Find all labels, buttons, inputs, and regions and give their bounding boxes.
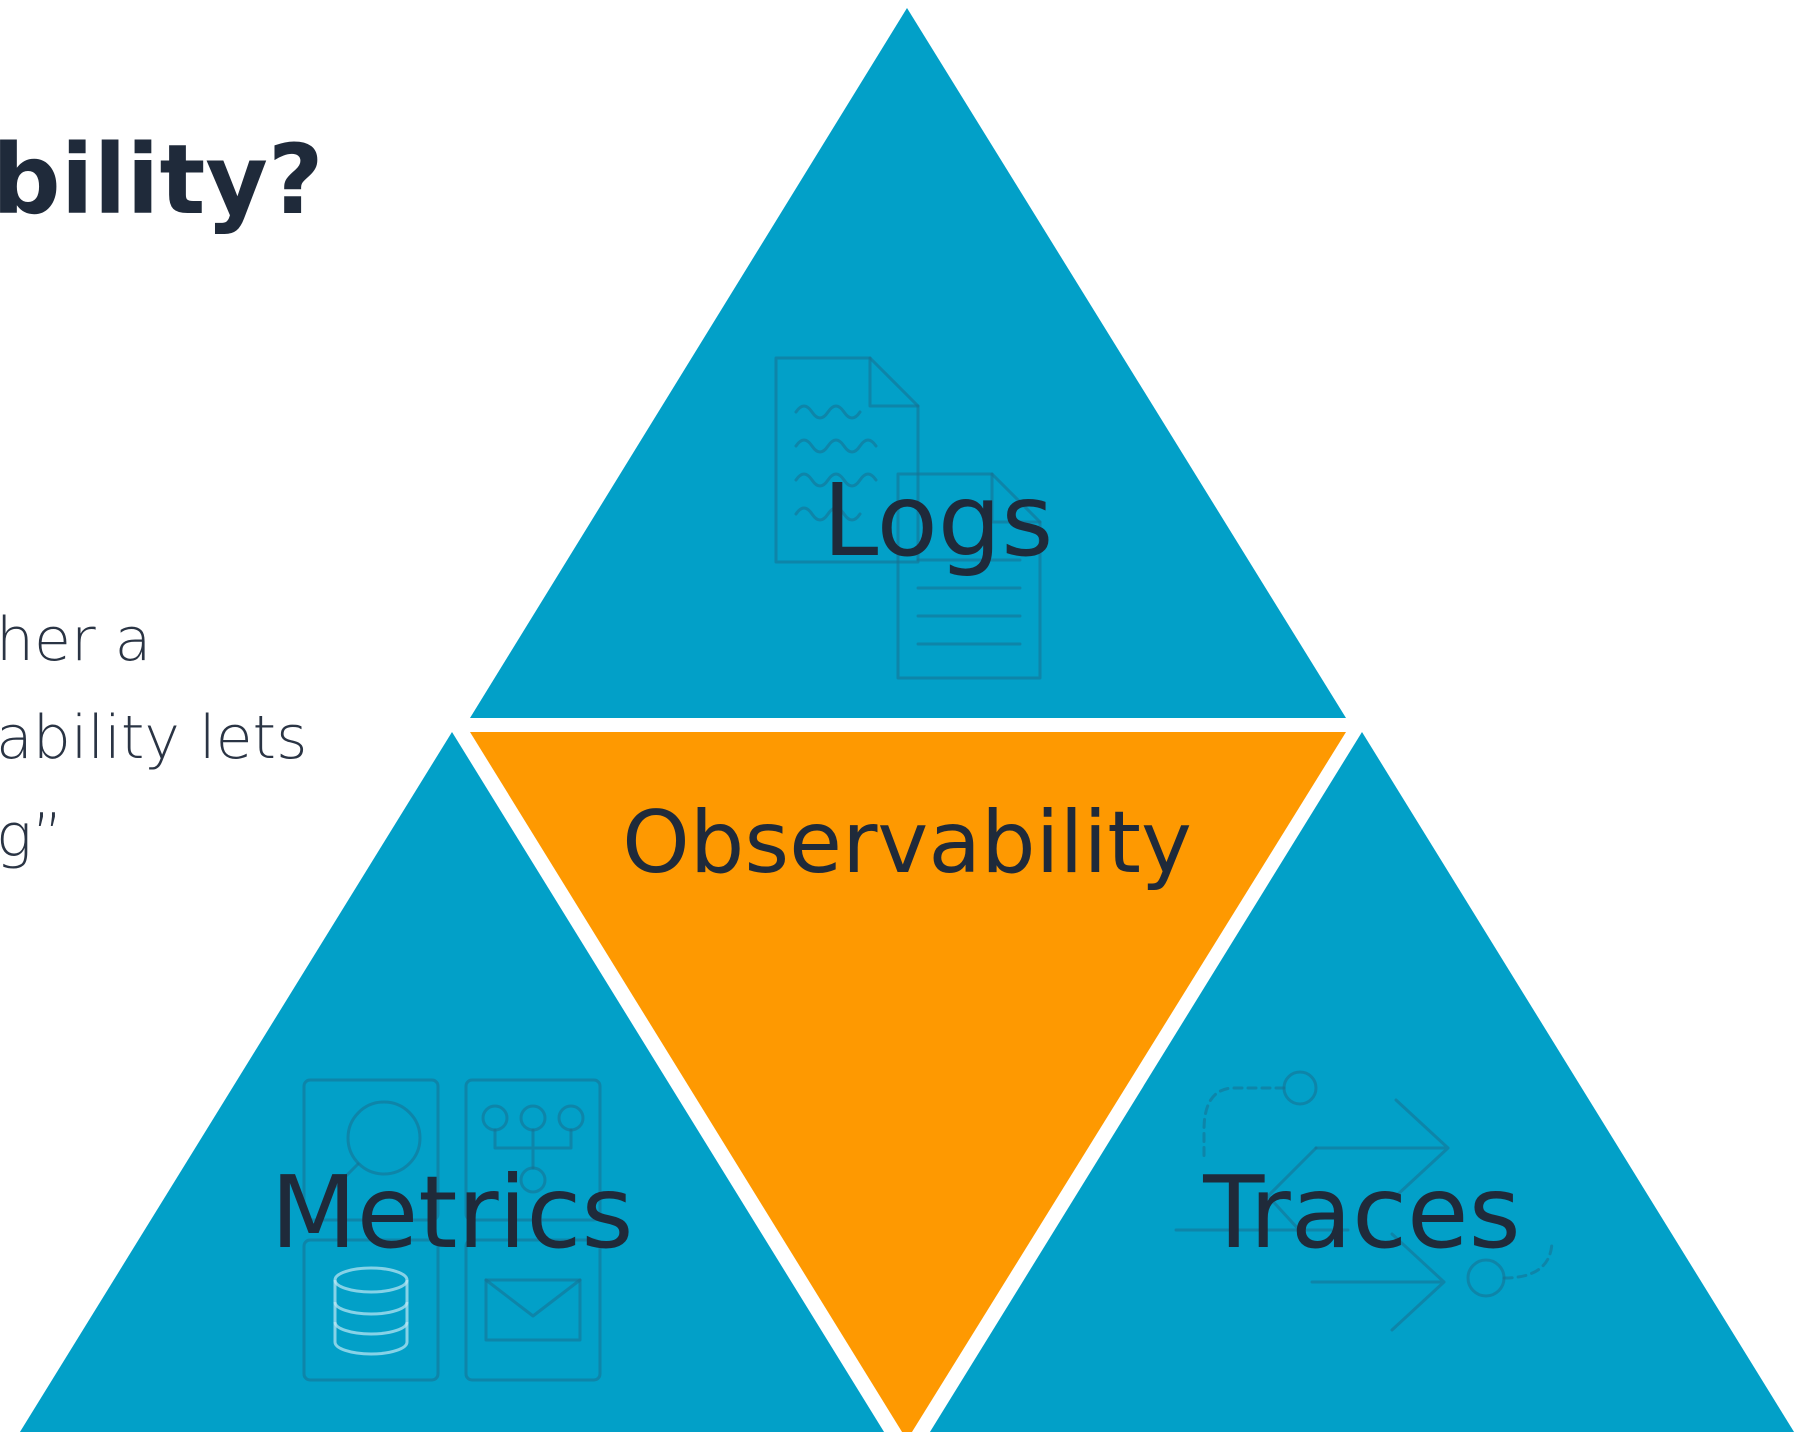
logs-triangle	[470, 8, 1346, 718]
body-text-line: g”	[0, 801, 64, 871]
body-text-line: ability lets	[0, 703, 308, 773]
document-logs-icon	[774, 356, 1042, 680]
metrics-segment: Metrics	[19, 732, 885, 1432]
logs-label: Logs	[823, 462, 1054, 579]
metrics-label: Metrics	[271, 1154, 634, 1271]
observability-segment: Observability	[470, 732, 1346, 1432]
page-title: bility?	[0, 124, 324, 236]
body-text-line: her a	[0, 605, 152, 675]
observability-label: Observability	[622, 793, 1192, 893]
metrics-triangle	[19, 732, 885, 1432]
logs-segment: Logs	[470, 8, 1346, 718]
trace-flow-icon	[1174, 1070, 1554, 1332]
traces-triangle	[929, 732, 1795, 1432]
metrics-dashboard-icon	[302, 1078, 602, 1382]
traces-label: Traces	[1202, 1154, 1520, 1271]
observability-triangle	[470, 732, 1346, 1432]
traces-segment: Traces	[929, 732, 1795, 1432]
